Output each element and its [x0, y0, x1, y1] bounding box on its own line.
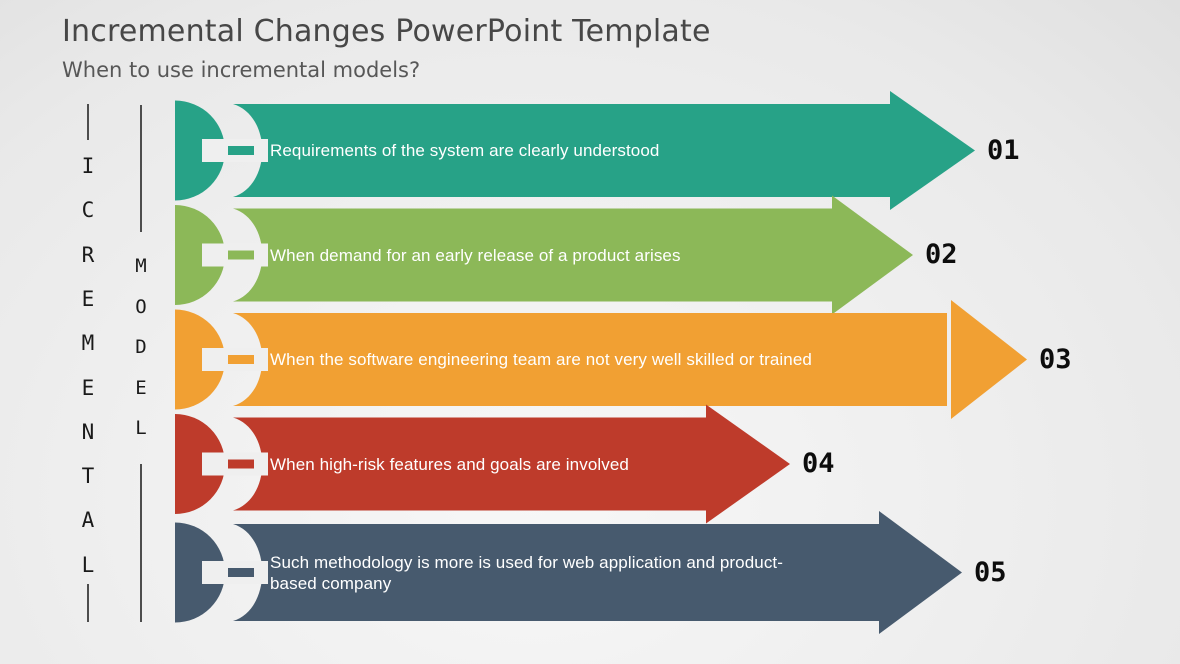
vertical-letter: T: [81, 464, 95, 489]
step-number: 01: [987, 134, 1020, 166]
step-arrow-shape: [175, 300, 1027, 419]
step-connector: [228, 568, 254, 577]
step-text: Requirements of the system are clearly u…: [270, 141, 660, 160]
step-disc: [175, 414, 225, 514]
vertical-line: [140, 105, 142, 232]
step-bar: [233, 524, 880, 621]
vertical-letter: C: [81, 198, 95, 223]
step-arrow-shape: [175, 91, 975, 210]
vertical-letter: M: [135, 255, 147, 277]
step-connector: [228, 355, 254, 364]
page-title: Incremental Changes PowerPoint Template: [62, 14, 711, 49]
step-bar: [233, 417, 707, 511]
step-bar: [233, 104, 891, 197]
step-number: 04: [802, 448, 835, 479]
step-arrow-shape: [175, 511, 962, 634]
step-arrow-shape: [175, 404, 790, 524]
step-number: 05: [974, 556, 1007, 588]
step-arrow-shape: [175, 195, 913, 315]
vertical-letter: L: [135, 417, 147, 439]
vertical-letter: A: [81, 508, 95, 533]
step-arrowhead: [890, 91, 975, 210]
page-subtitle: When to use incremental models?: [62, 58, 421, 82]
vertical-letter: E: [135, 376, 147, 399]
step-connector: [228, 146, 254, 155]
step-text: When demand for an early release of a pr…: [270, 245, 681, 265]
step-disc: [175, 100, 225, 201]
step-text: When the software engineering team are n…: [270, 350, 812, 369]
vertical-letter: R: [81, 242, 95, 267]
step-bar: [233, 313, 947, 406]
step-connector: [228, 250, 254, 260]
vertical-line: [87, 584, 89, 622]
step-bar: [233, 208, 833, 302]
vertical-letter: I: [81, 154, 95, 178]
vertical-letter: E: [81, 375, 95, 400]
step-text: When high-risk features and goals are in…: [270, 454, 629, 474]
step-number: 03: [1039, 343, 1072, 375]
step-disc: [175, 309, 225, 410]
vertical-letter: L: [81, 552, 95, 577]
step-arrowhead: [832, 195, 913, 315]
step-disc: [175, 205, 225, 305]
step-connector: [228, 459, 254, 469]
vertical-letter: N: [81, 419, 95, 444]
vertical-letter: D: [135, 336, 147, 358]
step-arrowhead: [879, 511, 962, 634]
step-number: 02: [925, 239, 958, 270]
vertical-line: [87, 104, 89, 140]
step-arrowhead: [951, 300, 1027, 419]
vertical-line: [140, 464, 142, 622]
step-arrowhead: [706, 404, 790, 524]
vertical-letter: O: [135, 295, 147, 318]
vertical-letter: E: [81, 286, 95, 311]
vertical-letter: M: [81, 331, 95, 356]
step-disc: [175, 522, 225, 623]
step-text: Such methodology is more is used for web…: [270, 552, 784, 593]
